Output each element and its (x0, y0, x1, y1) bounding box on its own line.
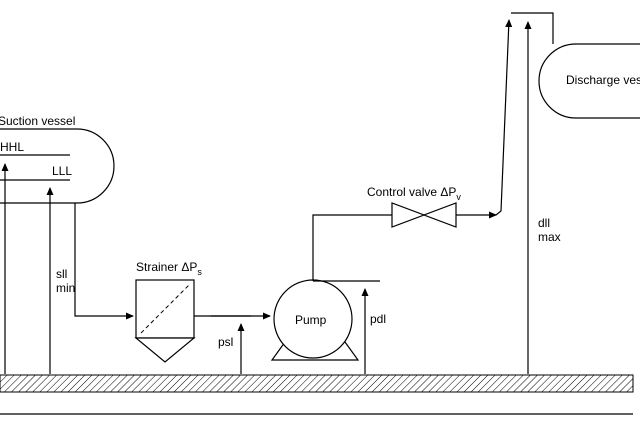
strainer-label: Strainer ΔPs (136, 260, 202, 277)
pump-label: Pump (295, 313, 327, 327)
discharge-pipe-to-valve (312, 214, 392, 281)
control-valve: Control valve ΔPv (367, 185, 461, 228)
ground (0, 374, 634, 415)
control-valve-label: Control valve ΔPv (367, 185, 461, 202)
dll-max-label: max (538, 230, 561, 244)
sll-min-label: min (56, 281, 75, 295)
suction-vessel-label: Suction vessel (0, 114, 75, 128)
sll-label: sll (56, 267, 67, 281)
dll-label: dll (538, 216, 550, 230)
strainer: Strainer ΔPs (134, 260, 202, 363)
hhl-label: HHL (0, 140, 24, 154)
riser-pipe (495, 19, 513, 216)
suction-pipe (74, 203, 134, 320)
discharge-inlet-pipe (511, 12, 554, 44)
suction-vessel: Suction vessel HHL LLL (0, 114, 115, 204)
discharge-vessel-label: Discharge ves (566, 73, 640, 87)
lll-label: LLL (52, 164, 72, 178)
discharge-vessel: Discharge ves (538, 43, 640, 119)
psl-label: psl (218, 335, 233, 349)
pump: Pump (270, 279, 360, 361)
pdl-label: pdl (370, 312, 386, 326)
